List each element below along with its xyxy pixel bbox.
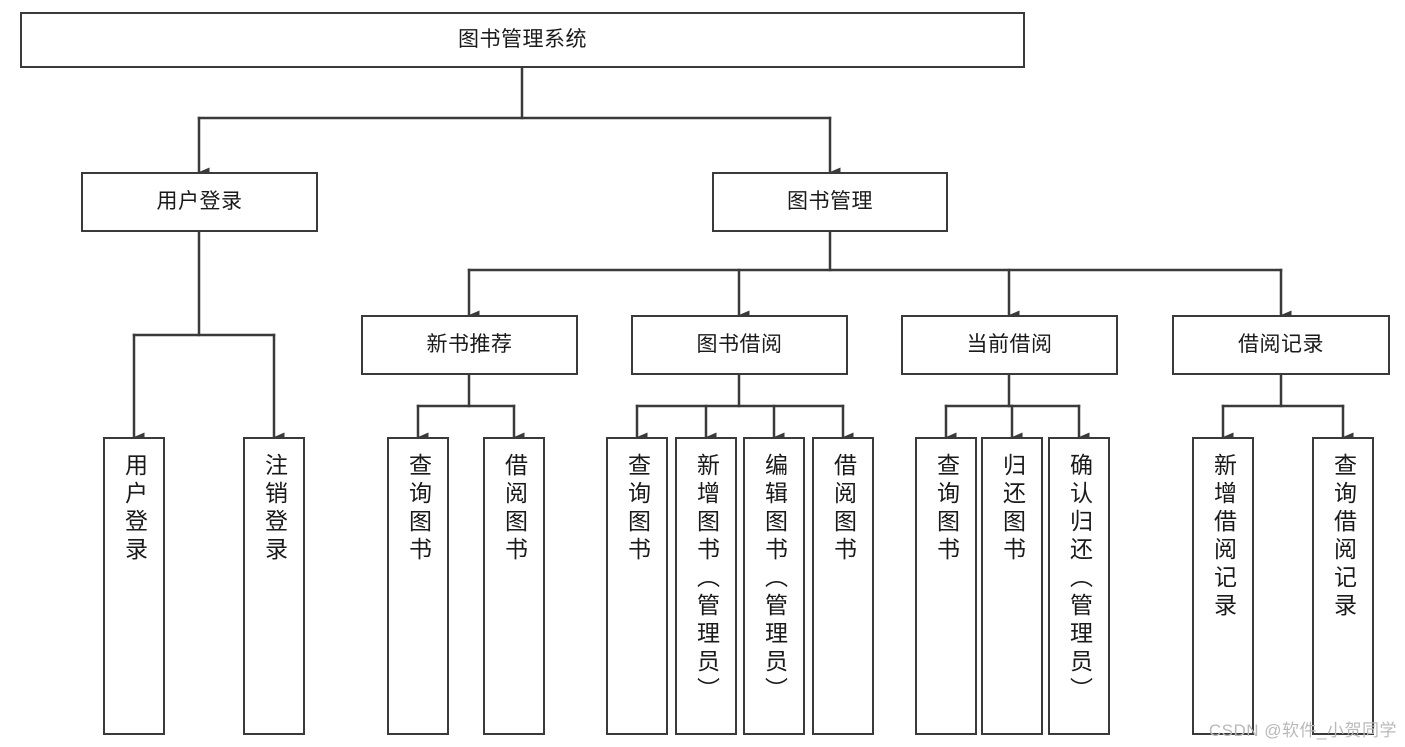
node-leaf-query-record[interactable]: 查询借阅记录 bbox=[1312, 437, 1374, 735]
node-label: 查询图书 bbox=[405, 453, 432, 565]
node-leaf-borrow-book[interactable]: 借阅图书 bbox=[812, 437, 874, 735]
node-label: 图书管理 bbox=[787, 189, 873, 213]
node-leaf-user-login[interactable]: 用户登录 bbox=[103, 437, 165, 735]
node-label: 图书借阅 bbox=[696, 332, 783, 356]
node-label: 用户登录 bbox=[156, 189, 243, 213]
node-label: 借阅图书 bbox=[501, 453, 528, 565]
node-leaf-query-book-cur[interactable]: 查询图书 bbox=[915, 437, 977, 735]
node-root[interactable]: 图书管理系统 bbox=[20, 12, 1025, 68]
node-leaf-user-logout[interactable]: 注销登录 bbox=[243, 437, 305, 735]
node-label: 新书推荐 bbox=[426, 332, 513, 356]
node-label: 图书管理系统 bbox=[458, 27, 587, 51]
node-label: 确认归还（管理员） bbox=[1066, 453, 1093, 705]
node-leaf-add-record[interactable]: 新增借阅记录 bbox=[1192, 437, 1254, 735]
node-label: 查询图书 bbox=[624, 453, 651, 565]
node-new-book-recommend[interactable]: 新书推荐 bbox=[361, 315, 578, 375]
node-leaf-confirm-return[interactable]: 确认归还（管理员） bbox=[1048, 437, 1110, 735]
node-book-manage[interactable]: 图书管理 bbox=[712, 172, 948, 232]
node-leaf-query-book-borrow[interactable]: 查询图书 bbox=[606, 437, 668, 735]
node-book-borrow[interactable]: 图书借阅 bbox=[631, 315, 848, 375]
node-label: 借阅图书 bbox=[830, 453, 857, 565]
node-label: 新增图书（管理员） bbox=[693, 453, 720, 705]
node-label: 查询借阅记录 bbox=[1330, 453, 1357, 621]
node-label: 编辑图书（管理员） bbox=[761, 453, 788, 705]
connector-lines bbox=[132, 66, 1354, 442]
node-leaf-edit-book[interactable]: 编辑图书（管理员） bbox=[743, 437, 805, 735]
node-borrow-record[interactable]: 借阅记录 bbox=[1172, 315, 1390, 375]
node-label: 当前借阅 bbox=[966, 332, 1053, 356]
node-label: 新增借阅记录 bbox=[1210, 453, 1237, 621]
node-label: 用户登录 bbox=[121, 453, 148, 565]
node-label: 注销登录 bbox=[261, 453, 288, 565]
node-label: 归还图书 bbox=[999, 453, 1026, 565]
node-leaf-borrow-book-rec[interactable]: 借阅图书 bbox=[483, 437, 545, 735]
node-leaf-query-book-rec[interactable]: 查询图书 bbox=[387, 437, 449, 735]
node-current-borrow[interactable]: 当前借阅 bbox=[901, 315, 1118, 375]
node-leaf-add-book[interactable]: 新增图书（管理员） bbox=[675, 437, 737, 735]
node-user-login[interactable]: 用户登录 bbox=[81, 172, 318, 232]
node-label: 查询图书 bbox=[933, 453, 960, 565]
node-label: 借阅记录 bbox=[1238, 332, 1324, 356]
node-leaf-return-book[interactable]: 归还图书 bbox=[981, 437, 1043, 735]
